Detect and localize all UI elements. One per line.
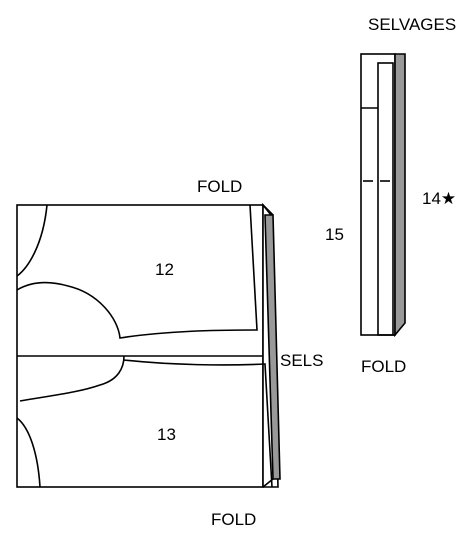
strip-gray-band [394,53,406,338]
label-top-fold: FOLD [197,177,242,196]
piece-number-13: 13 [157,425,176,444]
piece-number-15: 15 [325,225,344,244]
fabric-strip [360,53,406,338]
piece-number-14: 14★ [422,189,456,208]
piece-number-12: 12 [155,260,174,279]
pattern-piece-12 [16,204,258,339]
fabric-main [16,204,271,488]
selvage-gray-band [264,214,281,480]
pattern-piece-13 [16,355,273,488]
label-strip-fold: FOLD [361,357,406,376]
strip-piece-14 [377,62,394,336]
label-bottom-fold: FOLD [211,510,256,529]
fabric-selvage-edge [262,202,281,488]
label-selvages: SELVAGES [368,15,456,34]
label-sels: SELS [280,351,323,370]
fabric-outline [16,204,264,488]
